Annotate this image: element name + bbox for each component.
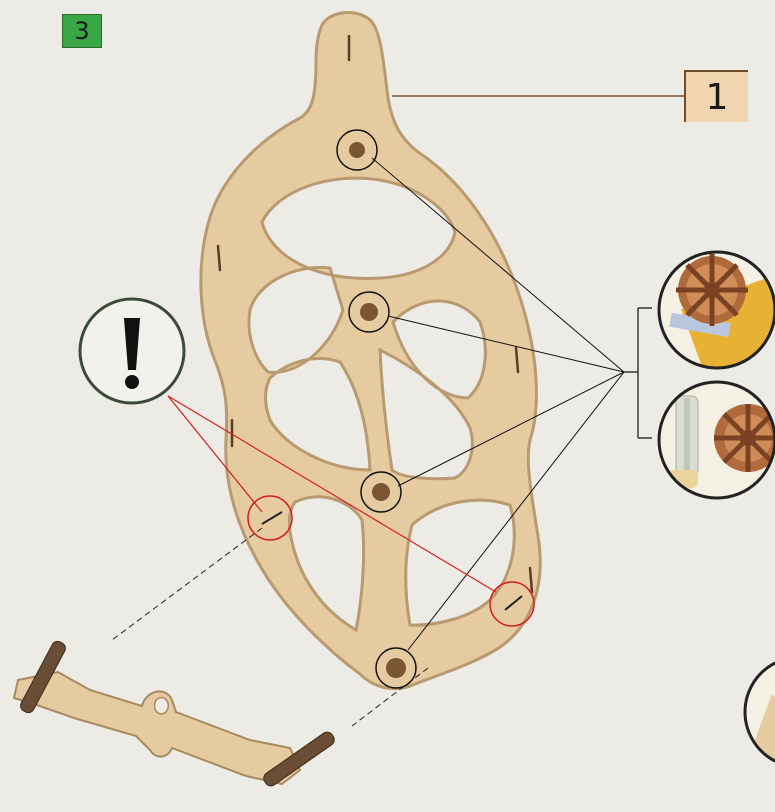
step-number-badge: 3 xyxy=(62,14,102,48)
partial-thumbnail xyxy=(745,657,775,767)
frame-outline xyxy=(201,13,540,689)
thumbnail-bracket xyxy=(624,308,652,438)
part-number: 1 xyxy=(706,77,729,118)
warning-exclamation-icon xyxy=(80,299,184,403)
bracket-keyhole xyxy=(155,698,169,714)
gear-detail-thumbnail xyxy=(659,252,775,375)
part-number-tag: 1 xyxy=(684,70,748,122)
gear-assembly-thumbnail xyxy=(659,382,775,498)
wooden-frame-part xyxy=(201,13,540,689)
step-number: 3 xyxy=(74,17,89,45)
bracket-bar xyxy=(14,672,300,784)
